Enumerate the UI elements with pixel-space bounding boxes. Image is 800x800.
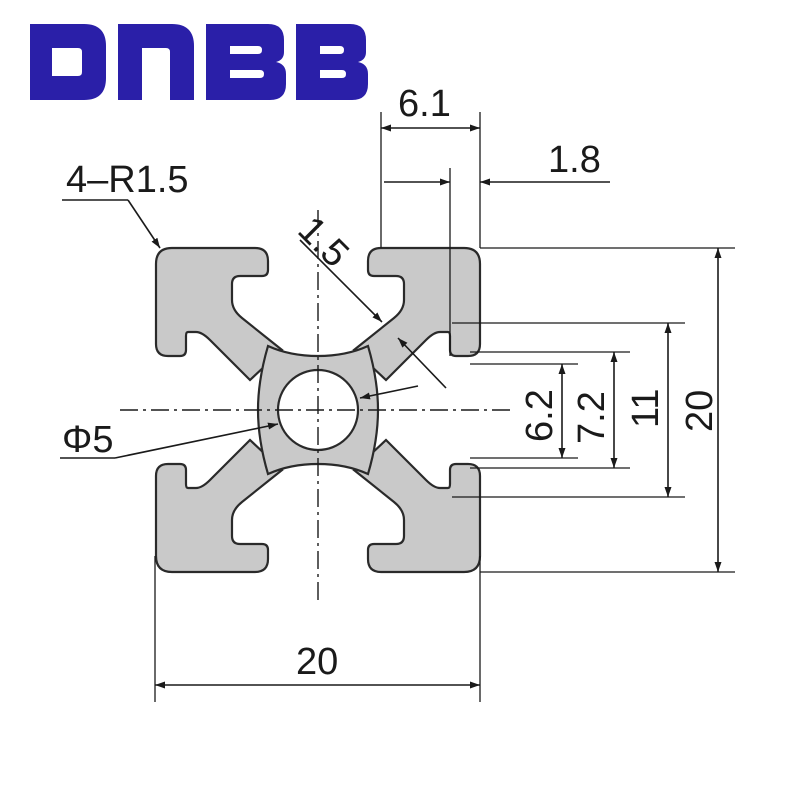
dim-label-slot-width: 7.2	[571, 391, 613, 444]
dimension-slot-opening: 6.1	[380, 83, 481, 248]
dim-label-width: 20	[296, 641, 338, 683]
right-extension-lines	[452, 247, 735, 573]
dim-label-slot-opening: 6.1	[398, 83, 451, 125]
dim-label-wall-thickness: 1.5	[290, 209, 357, 276]
dim-label-height: 20	[679, 390, 721, 432]
profile-corner-bottom-left	[154, 438, 284, 574]
dimension-width: 20	[154, 556, 481, 702]
dim-label-inner-slot: 6.2	[519, 389, 561, 442]
profile-corner-top-left	[154, 246, 284, 382]
profile-corner-bottom-right	[352, 438, 482, 574]
dimension-inner-slot: 6.2	[519, 364, 566, 458]
dimension-lip-thickness: 1.8	[384, 139, 610, 356]
profile-corner-top-right	[352, 246, 482, 382]
dim-label-slot-depth: 11	[625, 389, 667, 428]
dim-label-corner-radius: 4–R1.5	[66, 159, 189, 201]
dimension-height: 20	[679, 248, 722, 572]
dim-label-lip-thickness: 1.8	[548, 139, 601, 181]
dimension-center-hole: Φ5	[60, 385, 419, 461]
dimension-slot-width: 7.2	[571, 352, 618, 468]
dimension-slot-depth: 11	[625, 323, 672, 497]
dimension-corner-radius: 4–R1.5	[62, 159, 189, 249]
dim-label-center-hole: Φ5	[62, 419, 113, 461]
brand-logo	[30, 24, 368, 100]
